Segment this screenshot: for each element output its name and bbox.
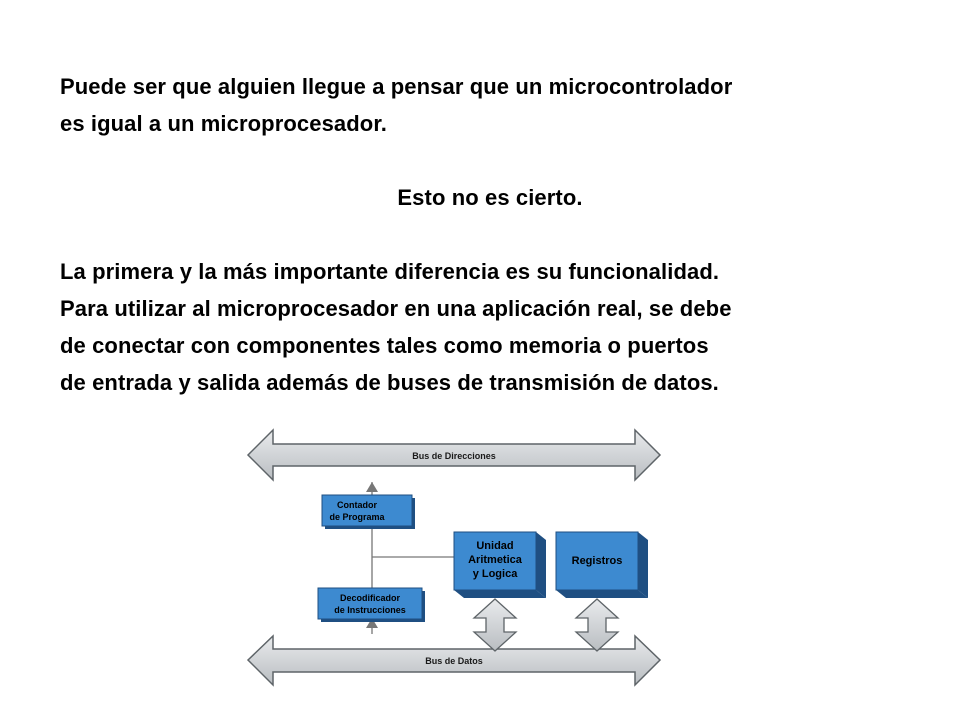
- microprocessor-diagram: Bus de Direcciones Bus de Datos Contador…: [246, 428, 662, 687]
- program-counter-box: [321, 494, 413, 527]
- data-bus-label: Bus de Datos: [425, 656, 483, 666]
- registers-box: [555, 531, 639, 591]
- body-line-2: Para utilizar al microprocesador en una …: [60, 296, 732, 321]
- registers-box-bottom: [556, 590, 648, 598]
- up-arrow-icon: [366, 618, 378, 628]
- body-line-4: de entrada y salida además de buses de t…: [60, 370, 719, 395]
- registers-label: Registros: [572, 555, 623, 567]
- up-arrow-icon: [366, 482, 378, 492]
- registers-bus-double-arrow: [574, 598, 620, 652]
- intro-line-2: es igual a un microprocesador.: [60, 111, 387, 136]
- alu-label-2: Aritmetica: [468, 554, 523, 566]
- alu-bus-double-arrow: [472, 598, 518, 652]
- alu-box-bottom: [454, 590, 546, 598]
- address-bus-arrow: [246, 428, 662, 482]
- alu-label-1: Unidad: [476, 540, 513, 552]
- alu-label-3: y Logica: [473, 568, 519, 580]
- instruction-decoder-box: [317, 587, 423, 620]
- slide-text: Puede ser que alguien llegue a pensar qu…: [60, 68, 920, 401]
- program-counter-label-2: de Programa: [329, 512, 385, 522]
- address-bus-label: Bus de Direcciones: [412, 451, 496, 461]
- instruction-decoder-label-2: de Instrucciones: [334, 605, 406, 615]
- registers-box-side: [638, 532, 648, 598]
- alu-box: [453, 531, 537, 591]
- program-counter-label-1: Contador: [337, 500, 377, 510]
- intro-line-1: Puede ser que alguien llegue a pensar qu…: [60, 74, 733, 99]
- alu-box-side: [536, 532, 546, 598]
- data-bus-arrow: [246, 634, 662, 687]
- paragraph-gap: [60, 142, 920, 179]
- body-line-1: La primera y la más importante diferenci…: [60, 259, 720, 284]
- body-line-3: de conectar con componentes tales como m…: [60, 333, 709, 358]
- statement-line: Esto no es cierto.: [397, 185, 583, 210]
- paragraph-gap: [60, 216, 920, 253]
- instruction-decoder-label-1: Decodificador: [340, 593, 401, 603]
